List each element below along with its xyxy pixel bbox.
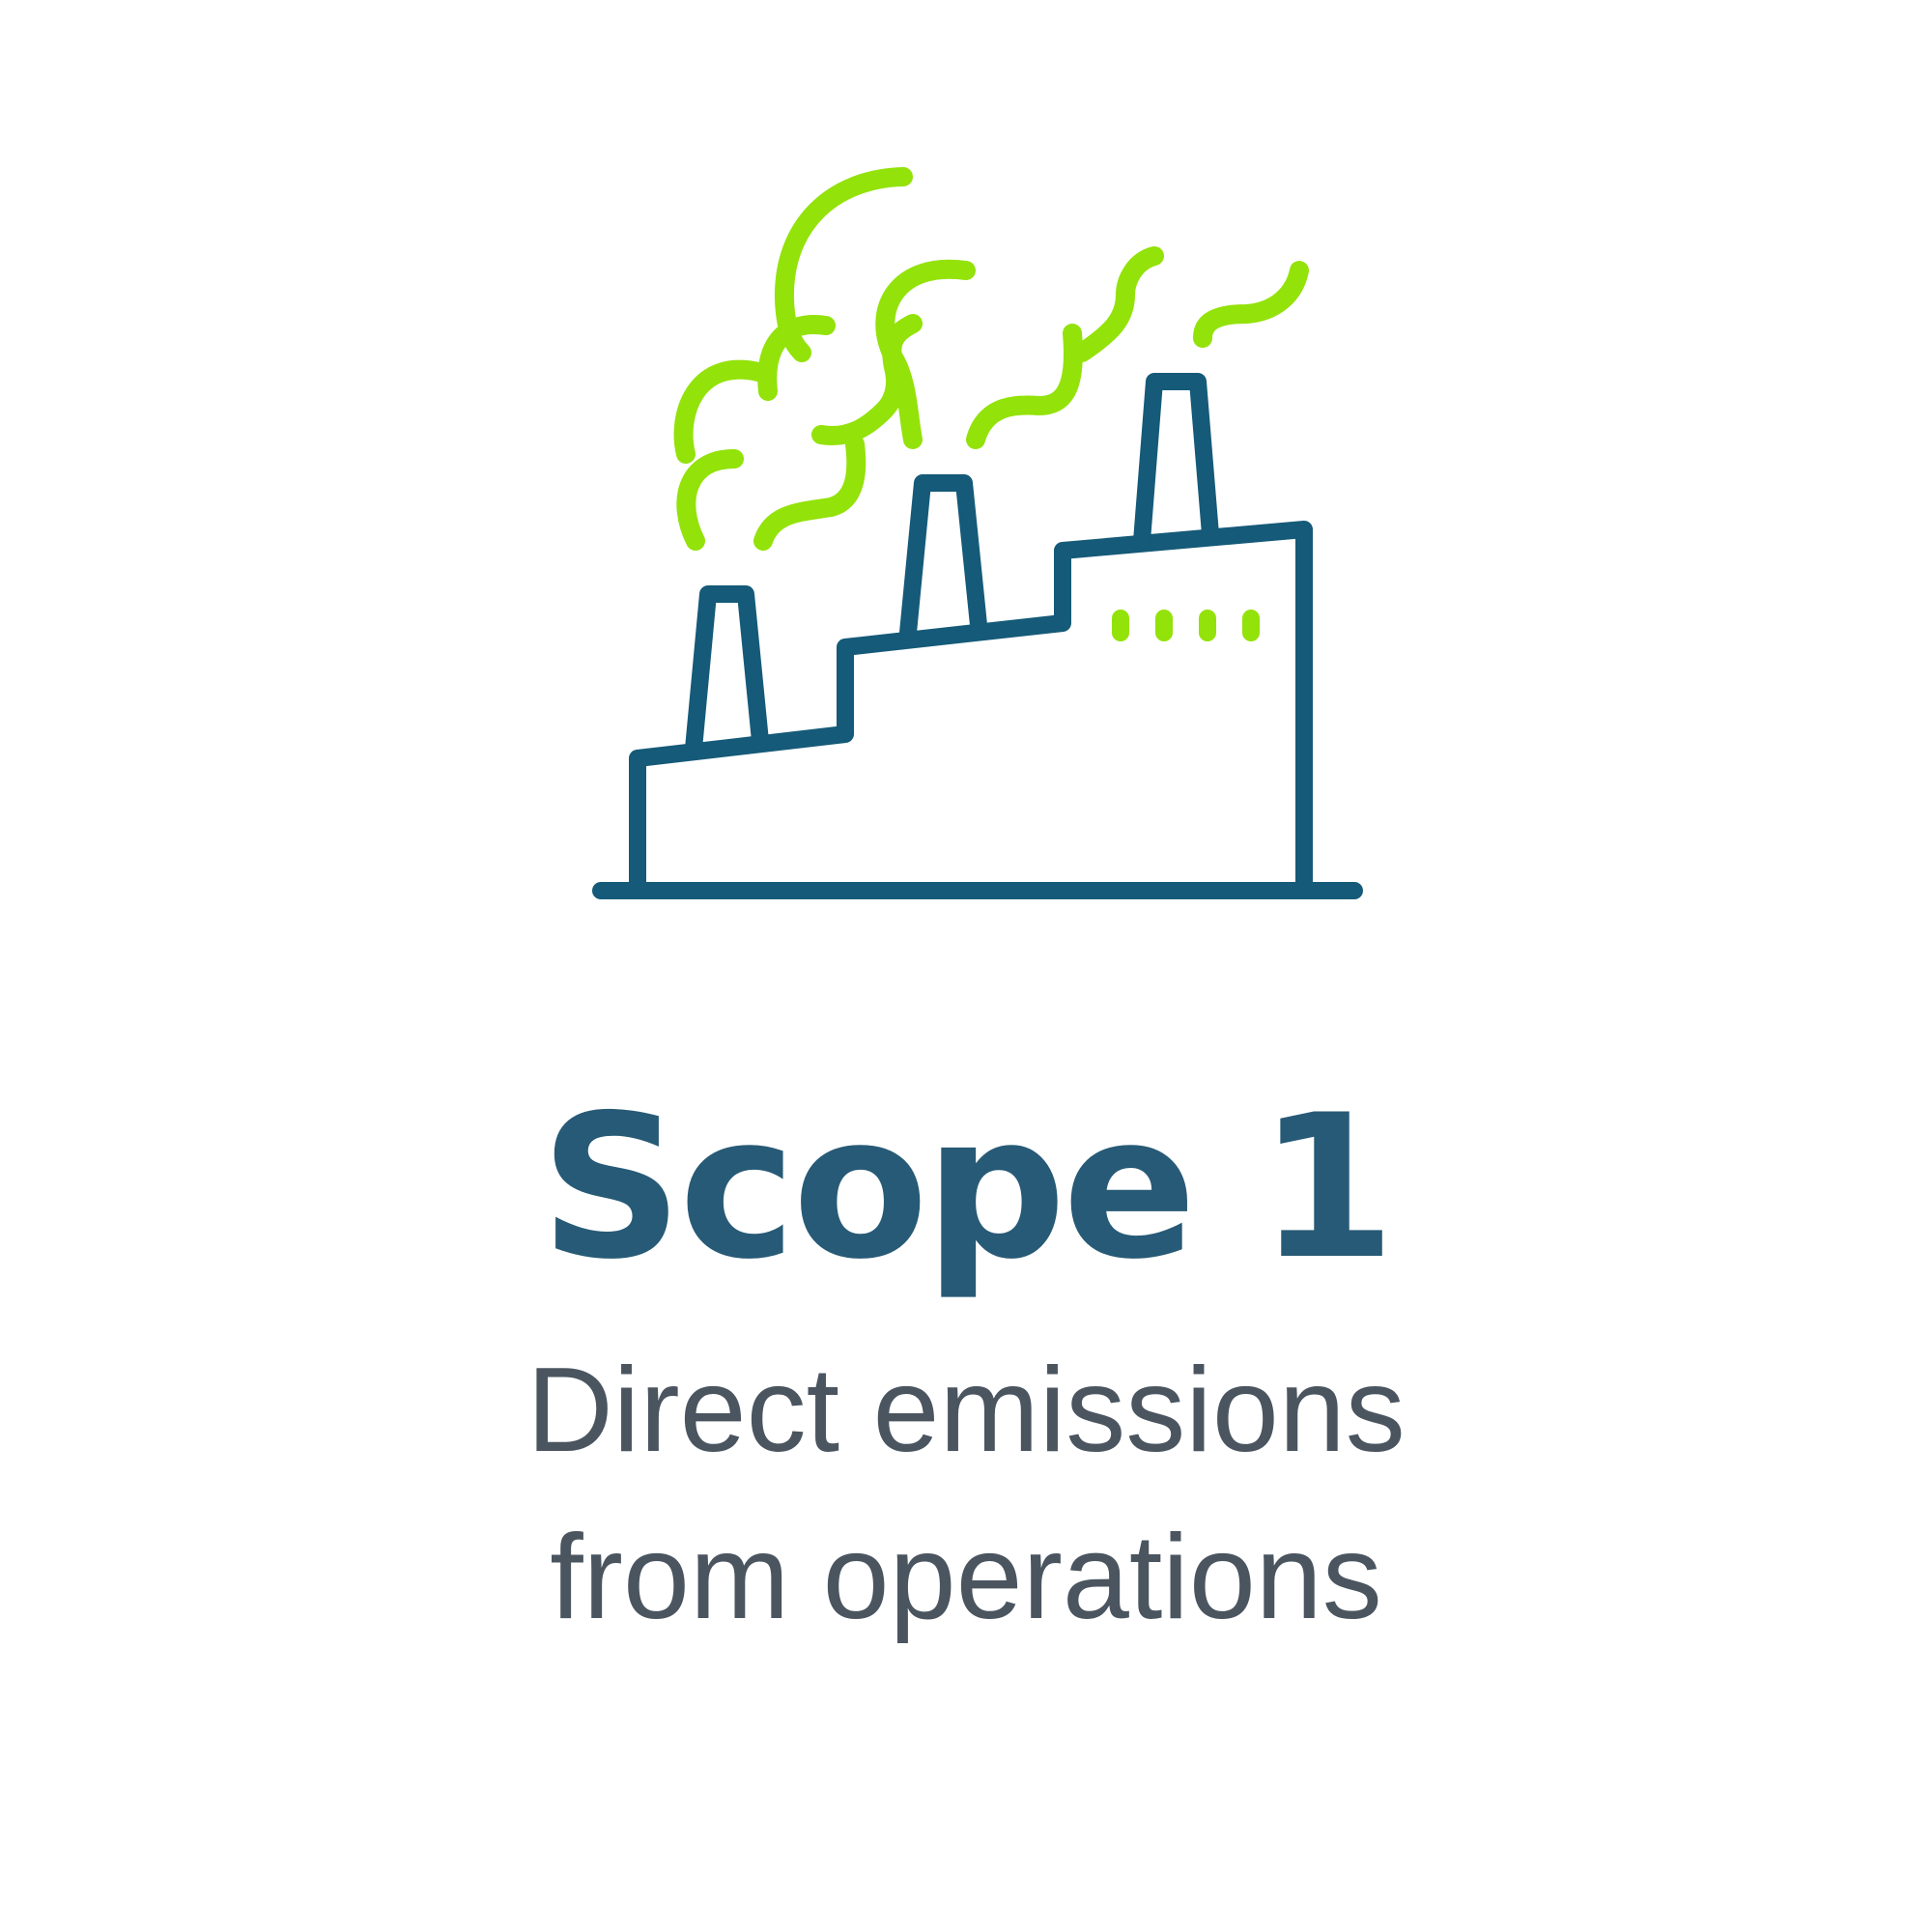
scope-description-line-2: from operations bbox=[550, 1511, 1382, 1644]
scope-title: Scope 1 bbox=[540, 1073, 1396, 1303]
scope-description-line-1: Direct emissions bbox=[526, 1344, 1406, 1477]
window-lights-icon bbox=[1112, 610, 1260, 641]
smoke-icon bbox=[673, 167, 1309, 551]
factory-emissions-icon bbox=[592, 167, 1363, 899]
factory-outline-icon bbox=[592, 373, 1363, 899]
